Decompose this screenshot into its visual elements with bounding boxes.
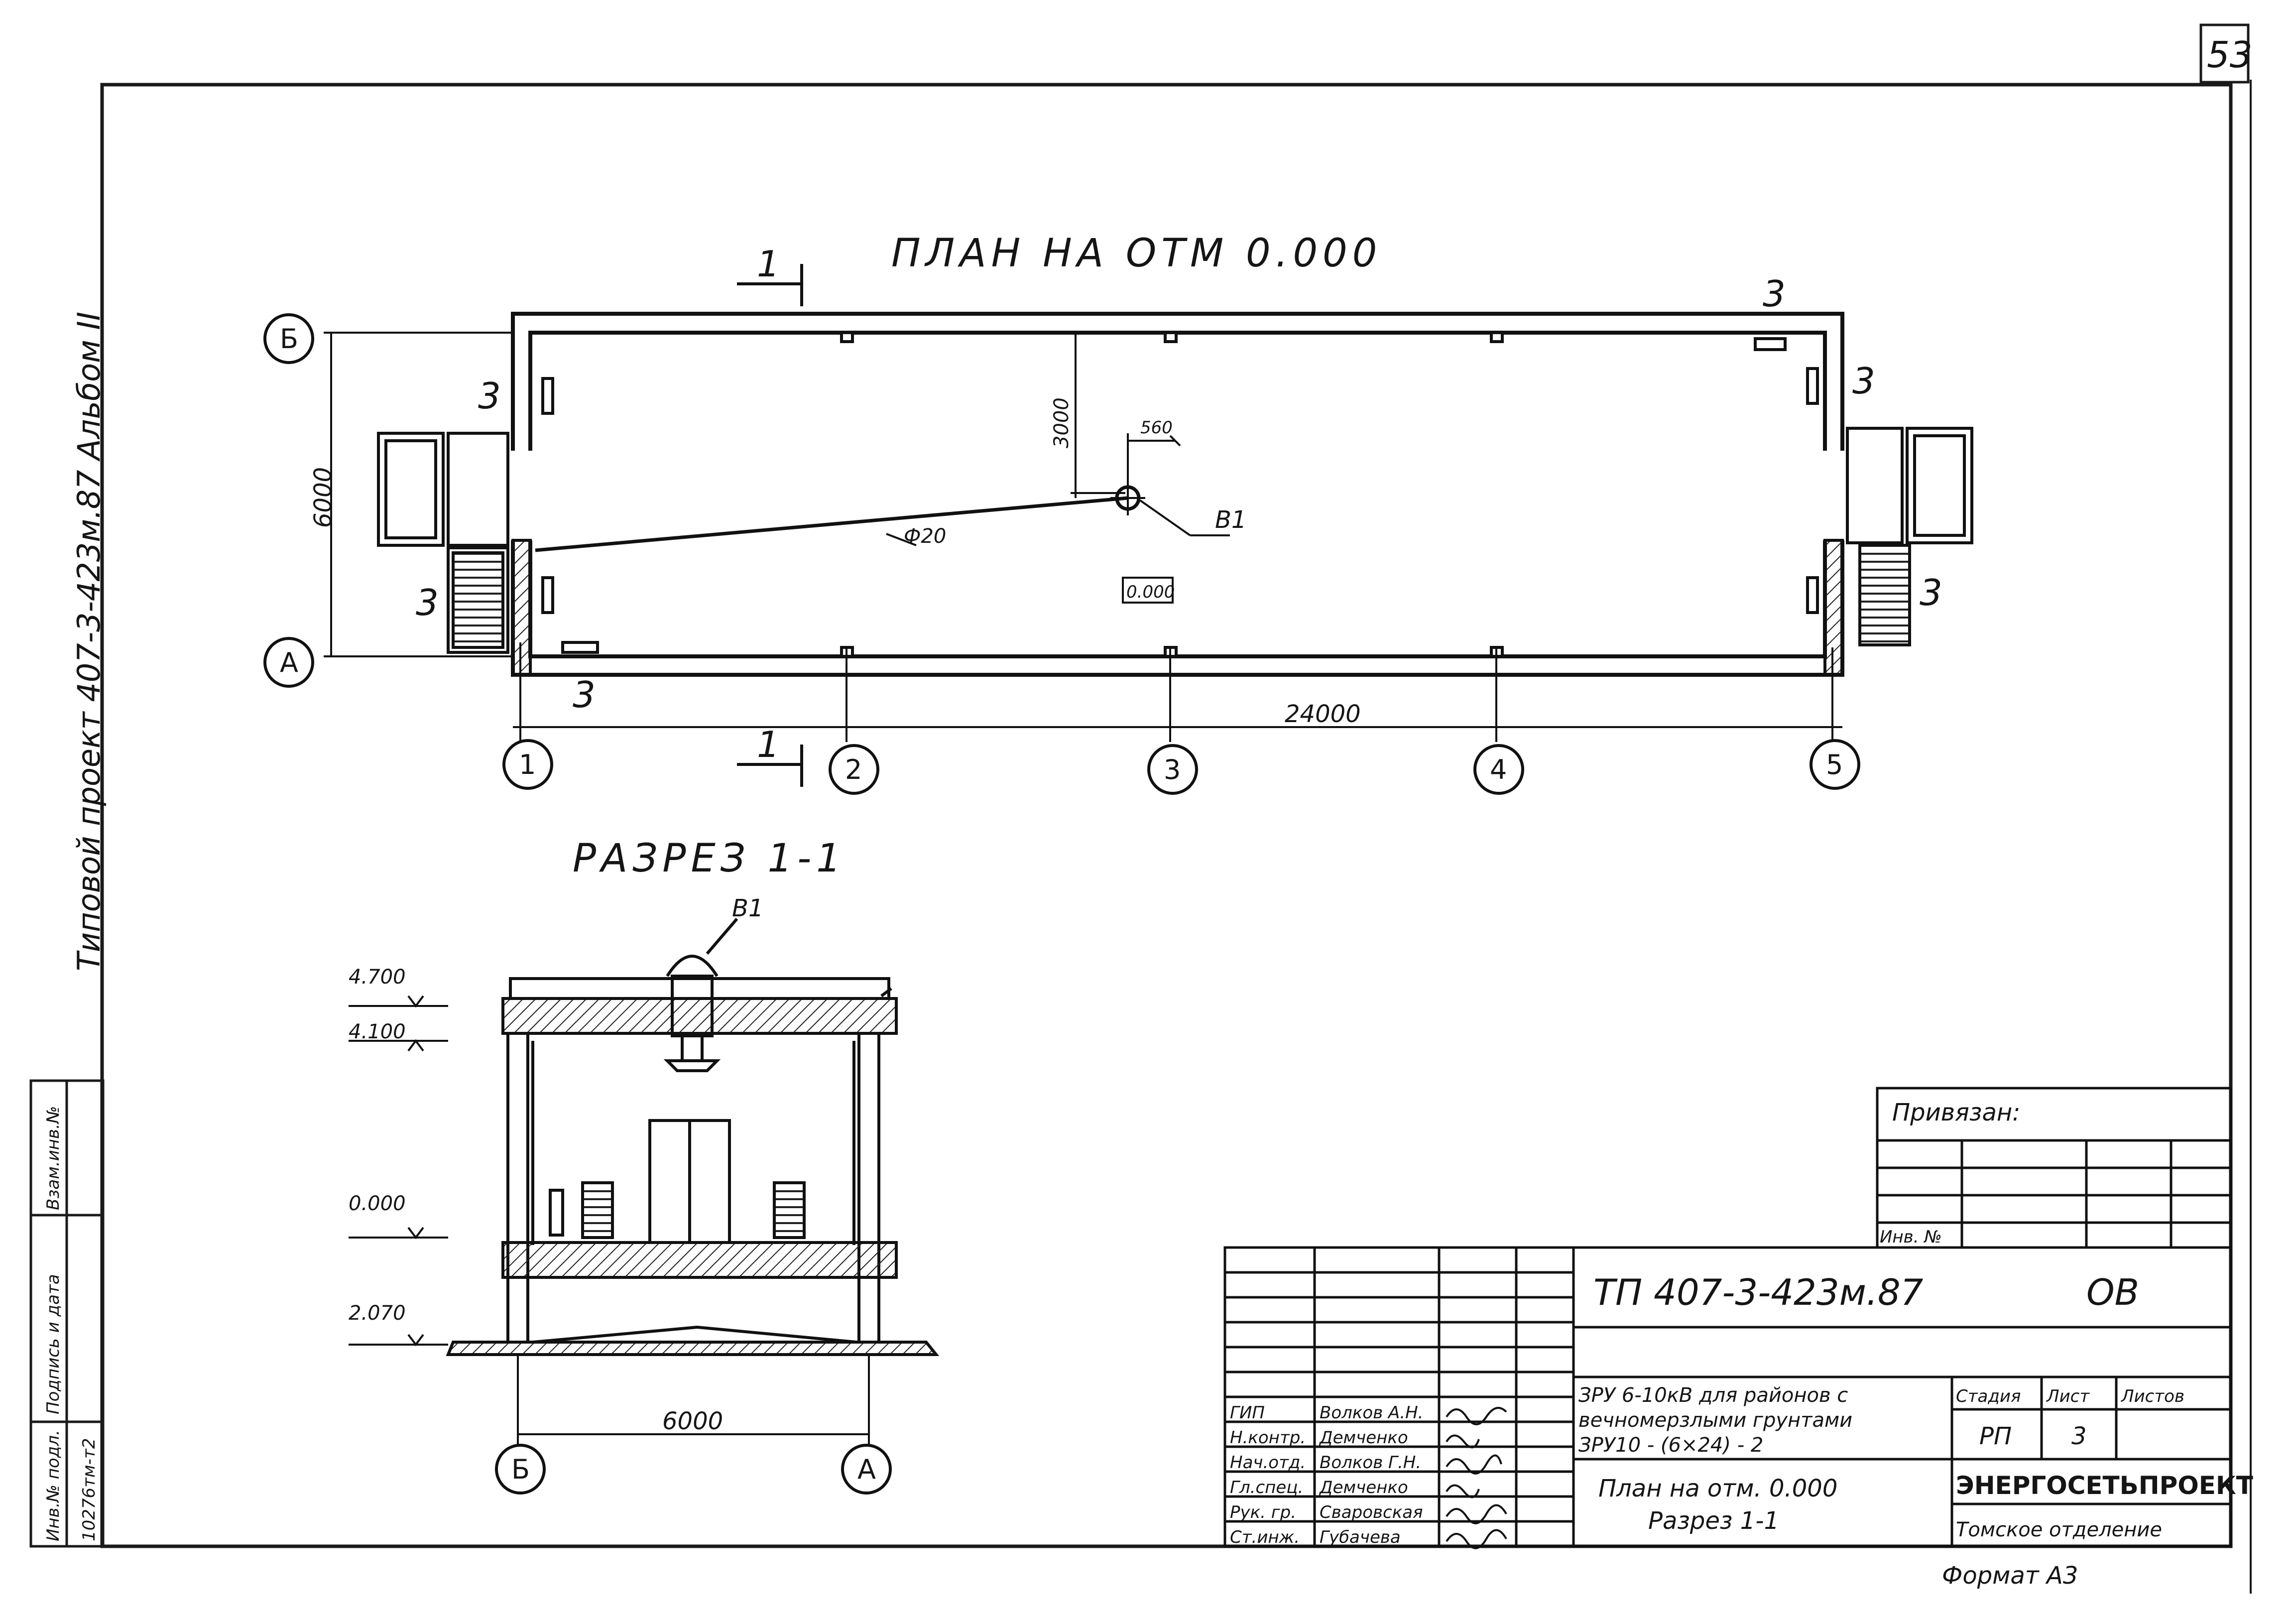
section-dimension-lines — [517, 1355, 870, 1444]
section-axis-b: Б — [511, 1454, 530, 1485]
org-branch: Томское отделение — [1956, 1518, 2162, 1541]
section-axis-a: А — [857, 1454, 876, 1485]
plan-pilasters — [511, 331, 1844, 676]
project-margin-text: Типовой проект 407-3-423м.87 Альбом II — [71, 312, 107, 971]
stamp-strip — [29, 1079, 105, 1548]
section-level-4700: 4.700 — [349, 966, 406, 989]
format-label: Формат А3 — [1942, 1562, 2078, 1590]
project-name-line-1: ЗРУ 6-10кВ для районов с — [1578, 1384, 1848, 1407]
title-code: ТП 407-3-423м.87 — [1593, 1271, 1924, 1313]
plan-right-porch — [1846, 427, 1973, 646]
signature-role: Нач.отд. — [1230, 1453, 1306, 1473]
plan-marker-3: 3 — [478, 375, 501, 417]
section-cut-marker-bottom — [737, 745, 803, 787]
plan-vent-label: В1 — [1215, 506, 1246, 534]
signature-role: Гл.спец. — [1230, 1478, 1303, 1497]
plan-pipe-label: Ф20 — [904, 525, 946, 548]
section-vent-label: В1 — [732, 894, 763, 922]
axis-number-3: 3 — [1164, 754, 1181, 785]
axis-number-4: 4 — [1490, 754, 1507, 785]
axis-letter-b: Б — [280, 323, 298, 355]
signature-name: Демченко — [1319, 1478, 1408, 1497]
axis-number-5: 5 — [1826, 749, 1843, 780]
signature-role: ГИП — [1230, 1403, 1265, 1423]
section-level-4100: 4.100 — [349, 1020, 406, 1043]
signature-scribbles — [1446, 1407, 1507, 1549]
axis-letter-a: А — [280, 647, 298, 678]
page-number: 53 — [2207, 34, 2253, 76]
signature-role: Рук. гр. — [1230, 1502, 1296, 1522]
plan-dim-length: 24000 — [1285, 700, 1361, 728]
section-dim-width: 6000 — [662, 1407, 723, 1435]
binding-title: Привязан: — [1892, 1099, 2020, 1126]
signature-name: Сваровская — [1320, 1502, 1423, 1522]
stage-value: РП — [1979, 1422, 2012, 1450]
signature-name: Губачева — [1320, 1527, 1401, 1547]
stamp-label-signature: Подпись и дата — [43, 1274, 63, 1414]
section-cut-label-top: 1 — [757, 243, 780, 285]
section-level-marks — [349, 995, 448, 1347]
binding-inv-label: Инв. № — [1880, 1227, 1942, 1247]
plan-duct-leader — [886, 499, 1230, 546]
section-drawing — [446, 918, 940, 1356]
sheet-frame — [100, 23, 2252, 1594]
sheet-value: 3 — [2071, 1422, 2087, 1450]
axis-bubbles-letters — [263, 313, 314, 688]
plan-walls — [511, 312, 1844, 677]
project-name-line-2: вечномерзлыми грунтами — [1578, 1409, 1852, 1432]
plan-dimension-lines — [324, 332, 1842, 742]
plan-level-mark: 0.000 — [1126, 582, 1175, 602]
axis-bubbles-numbers — [502, 739, 1860, 795]
sheet-header: Лист — [2046, 1386, 2090, 1406]
stamp-inv-value: 10276тм-т2 — [79, 1438, 99, 1541]
plan-title: ПЛАН НА ОТМ 0.000 — [891, 231, 1382, 276]
plan-wall-grilles — [541, 337, 1819, 654]
plan-marker-3: 3 — [1852, 360, 1875, 402]
plan-marker-3: 3 — [1763, 273, 1786, 315]
signature-role: Н.контр. — [1230, 1428, 1306, 1448]
section-axis-bubbles — [495, 1444, 892, 1495]
plan-duct — [535, 481, 1145, 552]
org-name: ЭНЕРГОСЕТЬПРОЕКТ — [1956, 1471, 2253, 1500]
plan-dim-560 — [1127, 433, 1181, 493]
plan-level-box — [1122, 577, 1174, 604]
binding-block — [1876, 1087, 2232, 1249]
plan-dim-width: 6000 — [309, 467, 337, 528]
section-level-0000: 0.000 — [349, 1192, 406, 1215]
signature-name: Демченко — [1319, 1428, 1408, 1448]
section-cut-marker-top — [737, 264, 803, 306]
section-title: РАЗРЕЗ 1-1 — [573, 836, 846, 881]
plan-marker-3: 3 — [573, 674, 596, 716]
plan-marker-3: 3 — [1920, 572, 1942, 614]
plan-marker-3: 3 — [416, 582, 439, 623]
project-name-line-3: ЗРУ10 - (6×24) - 2 — [1578, 1434, 1763, 1457]
signature-name: Волков Г.Н. — [1320, 1453, 1421, 1473]
drawing-name-line-2: Разрез 1-1 — [1648, 1507, 1779, 1535]
axis-number-2: 2 — [845, 754, 862, 785]
title-block-grid — [1223, 1246, 2232, 1548]
drawing-name-line-1: План на отм. 0.000 — [1598, 1475, 1837, 1502]
stamp-label-inv: Инв.№ подл. — [43, 1430, 63, 1541]
stage-header: Стадия — [1956, 1386, 2021, 1406]
signature-role: Ст.инж. — [1230, 1527, 1300, 1547]
plan-dim-3000 — [1071, 333, 1125, 498]
section-cut-label-bottom: 1 — [757, 724, 780, 765]
stamp-label-replace: Взам.инв.№ — [43, 1106, 63, 1210]
signature-name: Волков А.Н. — [1320, 1403, 1423, 1423]
sheets-header: Листов — [2120, 1386, 2184, 1406]
plan-left-porch — [377, 432, 509, 654]
section-level-2070: 2.070 — [349, 1302, 406, 1325]
title-mark: ОВ — [2086, 1271, 2139, 1313]
axis-number-1: 1 — [519, 749, 536, 780]
plan-dim-small: 560 — [1140, 418, 1173, 438]
plan-dim-offset: 3000 — [1050, 397, 1073, 448]
